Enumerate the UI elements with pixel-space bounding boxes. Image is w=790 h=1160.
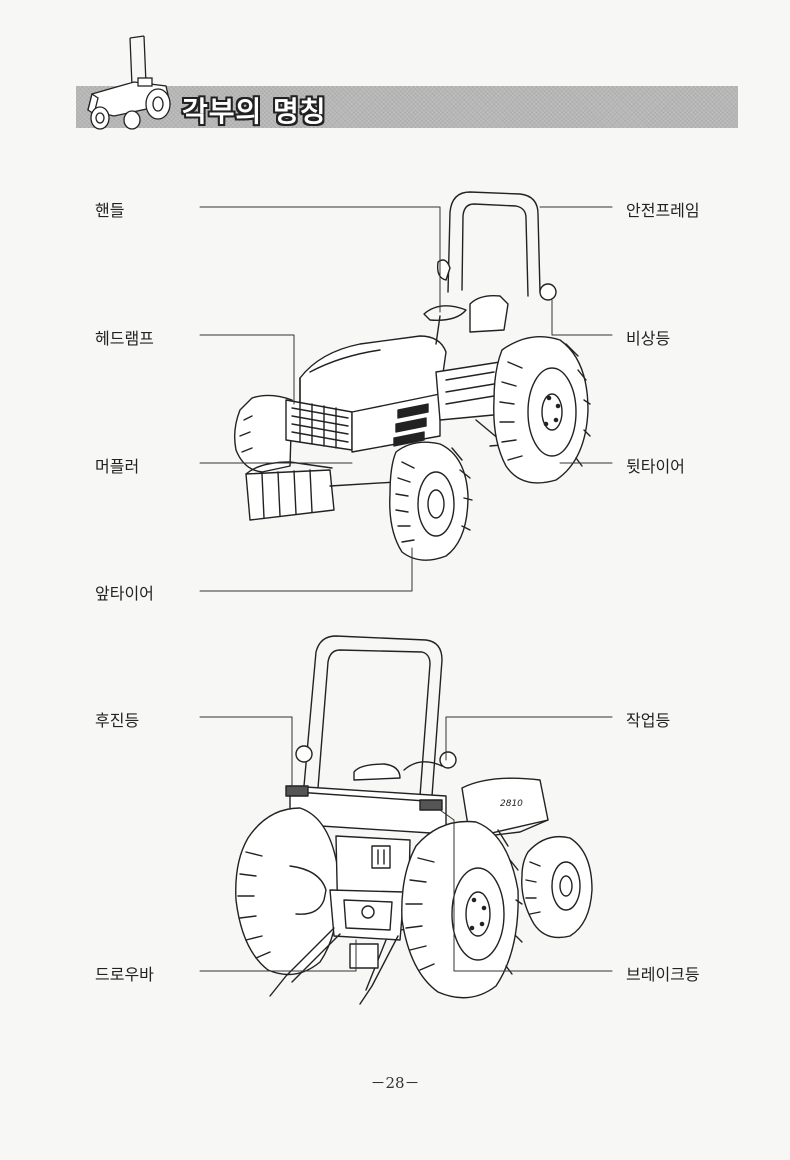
label-emergency-light: 비상등 <box>626 329 671 348</box>
rear-tractor-illustration <box>235 635 593 1005</box>
leader-lines <box>199 206 613 972</box>
tractor-icon <box>87 35 171 130</box>
label-rear-tire: 뒷타이어 <box>626 457 685 476</box>
label-front-tire: 앞타이어 <box>95 584 154 603</box>
label-muffler: 머플러 <box>95 457 140 476</box>
label-handle: 핸들 <box>95 201 125 220</box>
page-number: －28－ <box>370 1074 420 1092</box>
label-brake-light: 브레이크등 <box>626 965 700 984</box>
label-drawbar: 드로우바 <box>95 965 154 984</box>
model-badge: 2810 <box>500 799 523 809</box>
header-band <box>76 86 738 128</box>
label-work-light: 작업등 <box>626 711 671 730</box>
label-safety-frame: 안전프레임 <box>626 201 700 220</box>
label-tail-light: 후진등 <box>95 711 140 730</box>
label-headlamp: 헤드램프 <box>95 329 154 348</box>
front-tractor-illustration <box>233 191 591 561</box>
page-title: 각부의 명칭 <box>182 95 327 128</box>
